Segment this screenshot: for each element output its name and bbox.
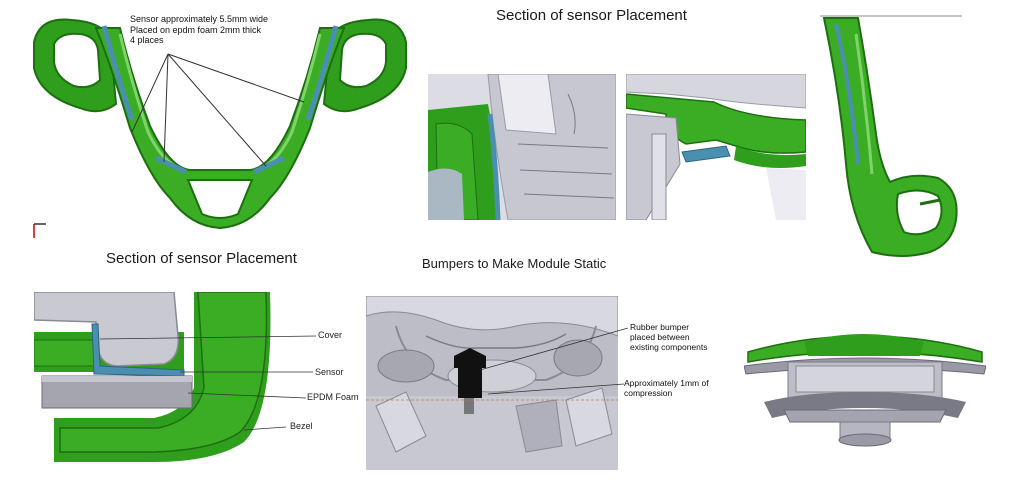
bezel-overview-drawing xyxy=(33,18,407,238)
module-assembly-drawing xyxy=(744,334,986,447)
bumpers-title: Bumpers to Make Module Static xyxy=(422,256,607,271)
section-cut-left-drawing xyxy=(428,74,616,220)
rubber-bumper-line3: existing components xyxy=(630,342,708,352)
bezel-side-view-drawing xyxy=(820,15,962,257)
bezel-label: Bezel xyxy=(290,421,313,431)
rubber-bumper-note: Rubber bumper placed between existing co… xyxy=(630,322,708,352)
section-cut-right-drawing xyxy=(626,74,806,220)
module-assembly-panel xyxy=(744,322,986,452)
compression-line2: compression xyxy=(624,388,673,398)
sensor-note-line2: Placed on epdm foam 2mm thick xyxy=(130,24,262,35)
sensor-label: Sensor xyxy=(315,367,344,377)
sensor-section-drawing xyxy=(34,292,284,462)
sensor-section-panel xyxy=(34,292,284,462)
bumper-panel xyxy=(366,296,618,470)
bottom-section-title: Section of sensor Placement xyxy=(106,250,297,267)
bezel-side-view-panel xyxy=(820,14,970,260)
section-cut-right-panel xyxy=(626,74,806,220)
sensor-note-line1: Sensor approximately 5.5mm wide xyxy=(130,14,269,24)
compression-note: Approximately 1mm of compression xyxy=(624,378,709,398)
bezel-overview-panel xyxy=(20,8,420,240)
cover-label: Cover xyxy=(318,330,343,340)
top-section-title: Section of sensor Placement xyxy=(496,7,687,24)
rubber-bumper-line1: Rubber bumper xyxy=(630,322,690,332)
sensor-note-line3: 4 places xyxy=(130,35,164,45)
compression-line1: Approximately 1mm of xyxy=(624,378,709,388)
sensor-note: Sensor approximately 5.5mm wide Placed o… xyxy=(130,14,268,46)
epdm-foam-label: EPDM Foam xyxy=(307,392,359,402)
section-cut-left-panel xyxy=(428,74,616,220)
bumper-drawing xyxy=(366,296,618,470)
rubber-bumper-line2: placed between xyxy=(630,332,690,342)
